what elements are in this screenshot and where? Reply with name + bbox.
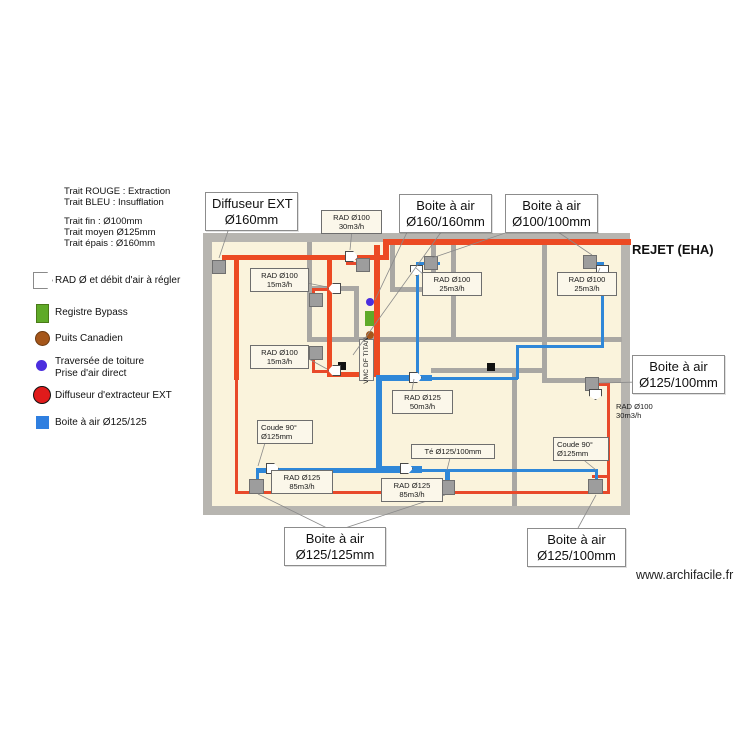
diffuseur-extracteur-icon [33,386,51,404]
plan-label-coude-right: Coude 90° Ø125mm [553,437,609,461]
boite-a-air-box [585,377,599,391]
duct-insufflation [516,345,519,379]
traversee-toiture-icon [36,360,47,371]
puits-canadien-icon [35,331,50,346]
registre-bypass-marker [365,311,374,326]
plan-label-rad-r-25: RAD Ø100 25m3/h [557,272,617,296]
vmc-unit-label: VMC DF TITAN [363,336,371,384]
plan-label-rad-bl-85: RAD Ø125 85m3/h [271,470,333,494]
duct-extraction [222,255,387,260]
door-marker [487,363,495,371]
boite-a-air-box [309,293,323,307]
plan-label-rad-bm-85: RAD Ø125 85m3/h [381,478,443,502]
duct-extraction-branch [592,475,610,478]
boite-a-air-box [309,346,323,360]
boite-a-air-box [212,260,226,274]
duct-extraction [235,378,238,494]
legend-item-label-1: Registre Bypass [55,307,128,318]
callout-boite-160-160: Boite à air Ø160/160mm [399,194,492,233]
wall-segment [390,337,622,342]
duct-extraction-branch [312,288,328,291]
website-label: www.archifacile.fr [636,568,734,582]
rad-symbol [400,463,413,474]
plan-label-rad-c-25: RAD Ø100 25m3/h [422,272,482,296]
legend-diameter-note-0: Trait fin : Ø100mm [64,216,143,227]
plan-label-rad-rr-30: RAD Ø100 30m3/h [616,402,653,420]
legend-diameter-note-2: Trait épais : Ø160mm [64,238,155,249]
legend-diameter-note-1: Trait moyen Ø125mm [64,227,156,238]
duct-insufflation [428,377,518,380]
boite-a-air-box [588,479,603,494]
duct-insufflation [595,469,598,483]
duct-insufflation [256,468,259,482]
rad-arrow-icon [33,272,53,289]
duct-extraction [374,245,380,377]
vmc-unit-tag: VMC DF TITAN [359,336,374,384]
legend-line-note-1: Trait BLEU : Insufflation [64,197,164,208]
rad-symbol [328,365,341,376]
plan-label-rad-l1-15: RAD Ø100 15m3/h [250,268,309,292]
traversee-toiture-marker [366,298,374,306]
plan-label-rad-tl-30: RAD Ø100 30m3/h [321,210,382,234]
rad-symbol [589,389,602,400]
legend-item-label-2: Puits Canadien [55,333,123,344]
duct-extraction [327,372,377,377]
duct-extraction-branch [596,383,610,386]
plan-label-te-125-100: Té Ø125/100mm [411,444,495,459]
boite-a-air-box [249,479,264,494]
duct-extraction [234,255,239,380]
duct-insufflation [601,262,604,348]
boite-a-air-box [424,256,438,270]
callout-boite-125-100-right: Boite à air Ø125/100mm [632,355,725,394]
rad-symbol [328,283,341,294]
callout-boite-125-125-bottom: Boite à air Ø125/125mm [284,527,386,566]
plan-label-coude-left: Coude 90° Ø125mm [257,420,313,444]
callout-boite-100-100: Boite à air Ø100/100mm [505,194,598,233]
legend-item-label-0: RAD Ø et débit d'air à régler [55,275,181,286]
plan-label-rad-mid-50: RAD Ø125 50m3/h [392,390,453,414]
registre-bypass-icon [36,304,49,323]
duct-insufflation [416,262,419,378]
wall-segment [390,242,395,292]
callout-diffuseur-ext: Diffuseur EXT Ø160mm [205,192,298,231]
wall-segment [542,242,547,342]
duct-insufflation [418,469,598,472]
legend-item-label-4: Diffuseur d'extracteur EXT [55,390,172,401]
duct-extraction [327,258,332,376]
rad-symbol [409,372,422,383]
duct-extraction-branch [312,370,330,373]
door-marker [338,362,346,370]
duct-insufflation [376,466,422,473]
legend-item-label-3: Traversée de toiture Prise d'air direct [55,356,145,379]
boite-a-air-icon [36,416,49,429]
wall-segment [542,378,621,383]
wall-segment [512,373,517,506]
boite-a-air-box [583,255,597,269]
duct-insufflation-main [376,375,382,471]
duct-extraction-main [383,239,631,245]
duct-insufflation [376,375,432,381]
wall-segment [354,286,359,342]
duct-extraction-branch [607,383,610,397]
duct-insufflation [445,469,450,483]
callout-boite-125-100-bottom: Boite à air Ø125/100mm [527,528,626,567]
legend-line-note-0: Trait ROUGE : Extraction [64,186,171,197]
rejet-eha-label: REJET (EHA) [632,242,714,257]
boite-a-air-box [356,258,370,272]
duct-insufflation [516,345,604,348]
wall-segment [307,242,312,342]
duct-insufflation [592,262,604,265]
legend-item-label-5: Boite à air Ø125/125 [55,417,147,428]
wall-segment [542,342,547,382]
plan-label-rad-l2-15: RAD Ø100 15m3/h [250,345,309,369]
